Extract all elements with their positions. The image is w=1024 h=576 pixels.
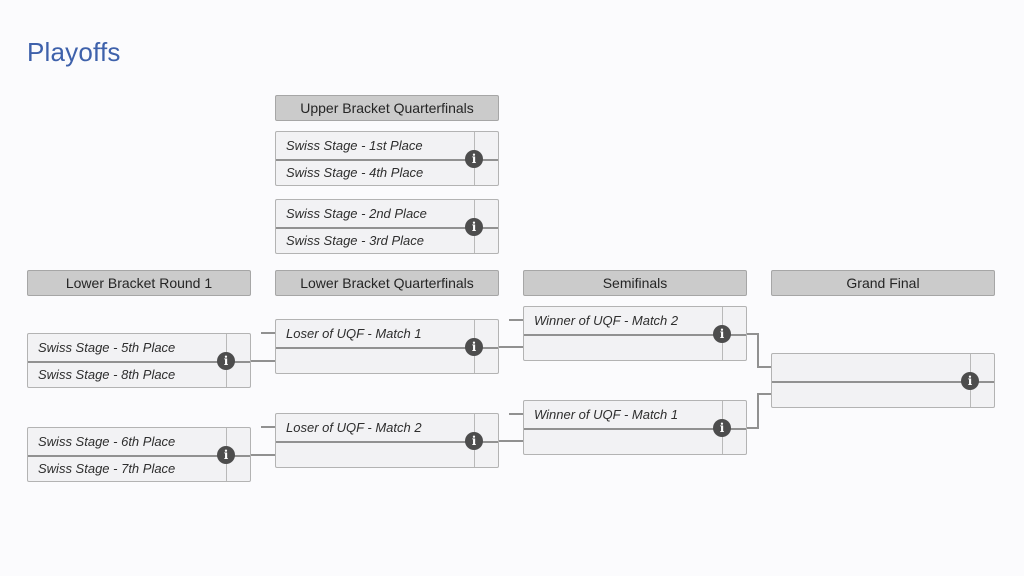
match-slot-top: Winner of UQF - Match 2 bbox=[524, 307, 746, 334]
participant-label: Swiss Stage - 1st Place bbox=[286, 137, 423, 153]
info-icon[interactable]: i bbox=[465, 337, 483, 356]
connector-lbr1-1-to-lbqf-1 bbox=[251, 360, 275, 362]
participant-label: Loser of UQF - Match 2 bbox=[286, 419, 422, 435]
match-slot-top: Swiss Stage - 6th Place bbox=[28, 428, 250, 455]
info-icon[interactable]: i bbox=[465, 431, 483, 450]
match-slot-bottom: Swiss Stage - 8th Place bbox=[28, 360, 250, 388]
round-header-lower-bracket-round-1: Lower Bracket Round 1 bbox=[27, 270, 251, 296]
info-icon[interactable]: i bbox=[713, 324, 731, 343]
match-slot-top: Swiss Stage - 2nd Place bbox=[276, 200, 498, 227]
match-slot-bottom: Swiss Stage - 3rd Place bbox=[276, 226, 498, 254]
match-slot-bottom: Swiss Stage - 7th Place bbox=[28, 454, 250, 482]
connector-stub-sf-1-top bbox=[509, 319, 523, 321]
participant-label: Swiss Stage - 5th Place bbox=[38, 339, 176, 355]
participant-label: Swiss Stage - 7th Place bbox=[38, 461, 176, 477]
participant-label: Winner of UQF - Match 2 bbox=[534, 312, 679, 328]
connector-sf-1-out bbox=[747, 333, 759, 335]
round-header-semifinals: Semifinals bbox=[523, 270, 747, 296]
info-icon[interactable]: i bbox=[961, 371, 979, 390]
participant-label: Winner of UQF - Match 1 bbox=[534, 406, 679, 422]
connector-stub-lbqf-2-top bbox=[261, 426, 275, 428]
connector-stub-sf-2-top bbox=[509, 413, 523, 415]
match-slot-bottom bbox=[524, 427, 746, 455]
connector-sf-2-up bbox=[757, 393, 759, 429]
participant-label: Swiss Stage - 3rd Place bbox=[286, 233, 425, 249]
connector-lbqf-1-to-sf-1 bbox=[499, 346, 523, 348]
connector-lbr1-2-to-lbqf-2 bbox=[251, 454, 275, 456]
match-slot-top: Loser of UQF - Match 2 bbox=[276, 414, 498, 441]
match-slot-bottom: Swiss Stage - 4th Place bbox=[276, 158, 498, 186]
participant-label: Swiss Stage - 6th Place bbox=[38, 433, 176, 449]
page-title: Playoffs bbox=[27, 37, 121, 67]
match-lbr1-1: Swiss Stage - 5th Place Swiss Stage - 8t… bbox=[27, 333, 251, 388]
match-slot-bottom bbox=[524, 333, 746, 361]
match-slot-top: Swiss Stage - 5th Place bbox=[28, 334, 250, 361]
info-icon[interactable]: i bbox=[465, 149, 483, 168]
round-header-upper-bracket-quarterfinals: Upper Bracket Quarterfinals bbox=[275, 95, 499, 121]
info-icon[interactable]: i bbox=[217, 445, 235, 464]
match-slot-bottom bbox=[276, 346, 498, 374]
connector-stub-lbqf-1-top bbox=[261, 332, 275, 334]
round-header-lower-bracket-quarterfinals: Lower Bracket Quarterfinals bbox=[275, 270, 499, 296]
connector-sf-1-into-gf bbox=[757, 366, 771, 368]
match-slot-bottom bbox=[772, 380, 994, 408]
match-slot-top: Loser of UQF - Match 1 bbox=[276, 320, 498, 347]
participant-label: Swiss Stage - 8th Place bbox=[38, 367, 176, 383]
match-lbqf-1: Loser of UQF - Match 1 i bbox=[275, 319, 499, 374]
info-icon[interactable]: i bbox=[465, 217, 483, 236]
participant-label: Swiss Stage - 4th Place bbox=[286, 165, 424, 181]
match-slot-top: Winner of UQF - Match 1 bbox=[524, 401, 746, 428]
connector-sf-1-down bbox=[757, 333, 759, 368]
match-ubqf-1: Swiss Stage - 1st Place Swiss Stage - 4t… bbox=[275, 131, 499, 186]
round-header-grand-final: Grand Final bbox=[771, 270, 995, 296]
match-lbqf-2: Loser of UQF - Match 2 i bbox=[275, 413, 499, 468]
match-grand-final: i bbox=[771, 353, 995, 408]
connector-sf-2-into-gf bbox=[757, 393, 771, 395]
match-slot-top: Swiss Stage - 1st Place bbox=[276, 132, 498, 159]
connector-sf-2-out bbox=[747, 427, 759, 429]
match-lbr1-2: Swiss Stage - 6th Place Swiss Stage - 7t… bbox=[27, 427, 251, 482]
participant-label: Loser of UQF - Match 1 bbox=[286, 325, 422, 341]
match-sf-2: Winner of UQF - Match 1 i bbox=[523, 400, 747, 455]
participant-label: Swiss Stage - 2nd Place bbox=[286, 205, 427, 221]
info-icon[interactable]: i bbox=[217, 351, 235, 370]
match-ubqf-2: Swiss Stage - 2nd Place Swiss Stage - 3r… bbox=[275, 199, 499, 254]
match-sf-1: Winner of UQF - Match 2 i bbox=[523, 306, 747, 361]
info-icon[interactable]: i bbox=[713, 418, 731, 437]
match-slot-bottom bbox=[276, 440, 498, 468]
connector-lbqf-2-to-sf-2 bbox=[499, 440, 523, 442]
